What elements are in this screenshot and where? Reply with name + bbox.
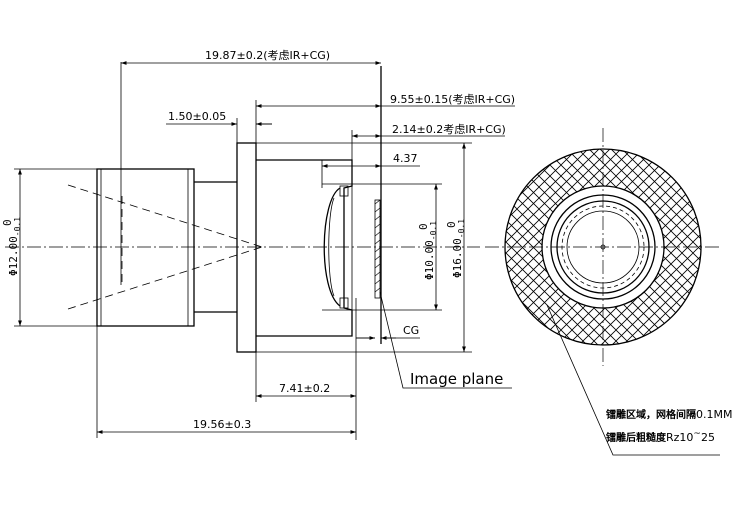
- dim-cg: CG: [403, 324, 419, 337]
- dim-thread-diameter: Φ12.00-0.1 0: [1, 217, 22, 276]
- dim-back-focal: 2.14±0.2考虑IR+CG): [392, 123, 506, 136]
- svg-text:Φ10.00-0.1: Φ10.00-0.1: [423, 221, 438, 280]
- image-plane-label: Image plane: [410, 370, 503, 388]
- svg-text:0: 0: [445, 221, 458, 228]
- image-plane-leader: [379, 291, 512, 389]
- view-cone-lower: [67, 246, 263, 310]
- image-plane-hatch: [374, 199, 381, 293]
- dim-total-length-ir: 19.87±0.2(考虑IR+CG): [205, 49, 330, 62]
- side-view: 19.87±0.2(考虑IR+CG) 9.55±0.15(考虑IR+CG) 1.…: [1, 49, 515, 440]
- rear-lens: [323, 187, 341, 307]
- dim-overall-length: 19.56±0.3: [193, 418, 251, 431]
- dim-rear-length: 7.41±0.2: [279, 382, 330, 395]
- front-barrel: [96, 168, 195, 327]
- svg-text:0: 0: [417, 223, 430, 230]
- view-cone-upper: [67, 184, 263, 248]
- dim-flange-to-plane: 9.55±0.15(考虑IR+CG): [390, 93, 515, 106]
- flange: [236, 142, 257, 353]
- dim-lens-diameter: Φ10.00-0.1 0: [417, 221, 438, 280]
- front-view: 镭雕区域，网格间隔0.1MM 镭雕后粗糙度Rz10~25: [485, 128, 732, 456]
- cover-glass: [374, 199, 381, 299]
- svg-text:0: 0: [1, 219, 14, 226]
- note-leader: [546, 304, 720, 456]
- note-line-2: 镭雕后粗糙度Rz10~25: [605, 429, 715, 444]
- dim-flange-width: 1.50±0.05: [168, 110, 226, 123]
- dim-lens-depth: 4.37: [393, 152, 418, 165]
- dim-flange-diameter: Φ16.00-0.1 0: [445, 219, 466, 278]
- note-line-1: 镭雕区域，网格间隔0.1MM: [605, 408, 732, 421]
- svg-text:Φ12.00-0.1: Φ12.00-0.1: [7, 217, 22, 276]
- svg-text:Φ16.00-0.1: Φ16.00-0.1: [451, 219, 466, 278]
